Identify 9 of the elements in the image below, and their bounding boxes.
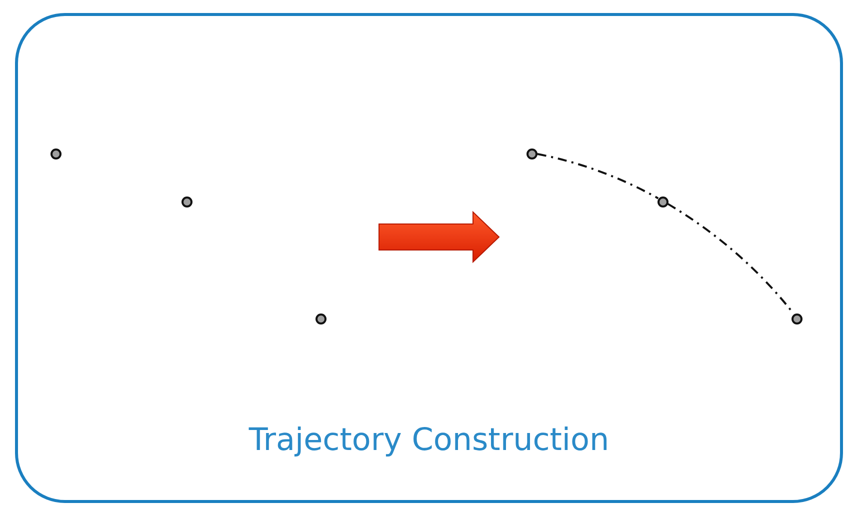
point-marker [790,311,804,325]
point-marker [180,194,194,208]
dash-dot-line [537,153,659,200]
caption-text: Trajectory Construction [248,422,610,458]
point-marker [525,146,539,160]
point-marker [656,194,670,208]
point-marker [314,311,328,325]
point-marker [49,146,63,160]
rounded-panel [15,13,843,503]
